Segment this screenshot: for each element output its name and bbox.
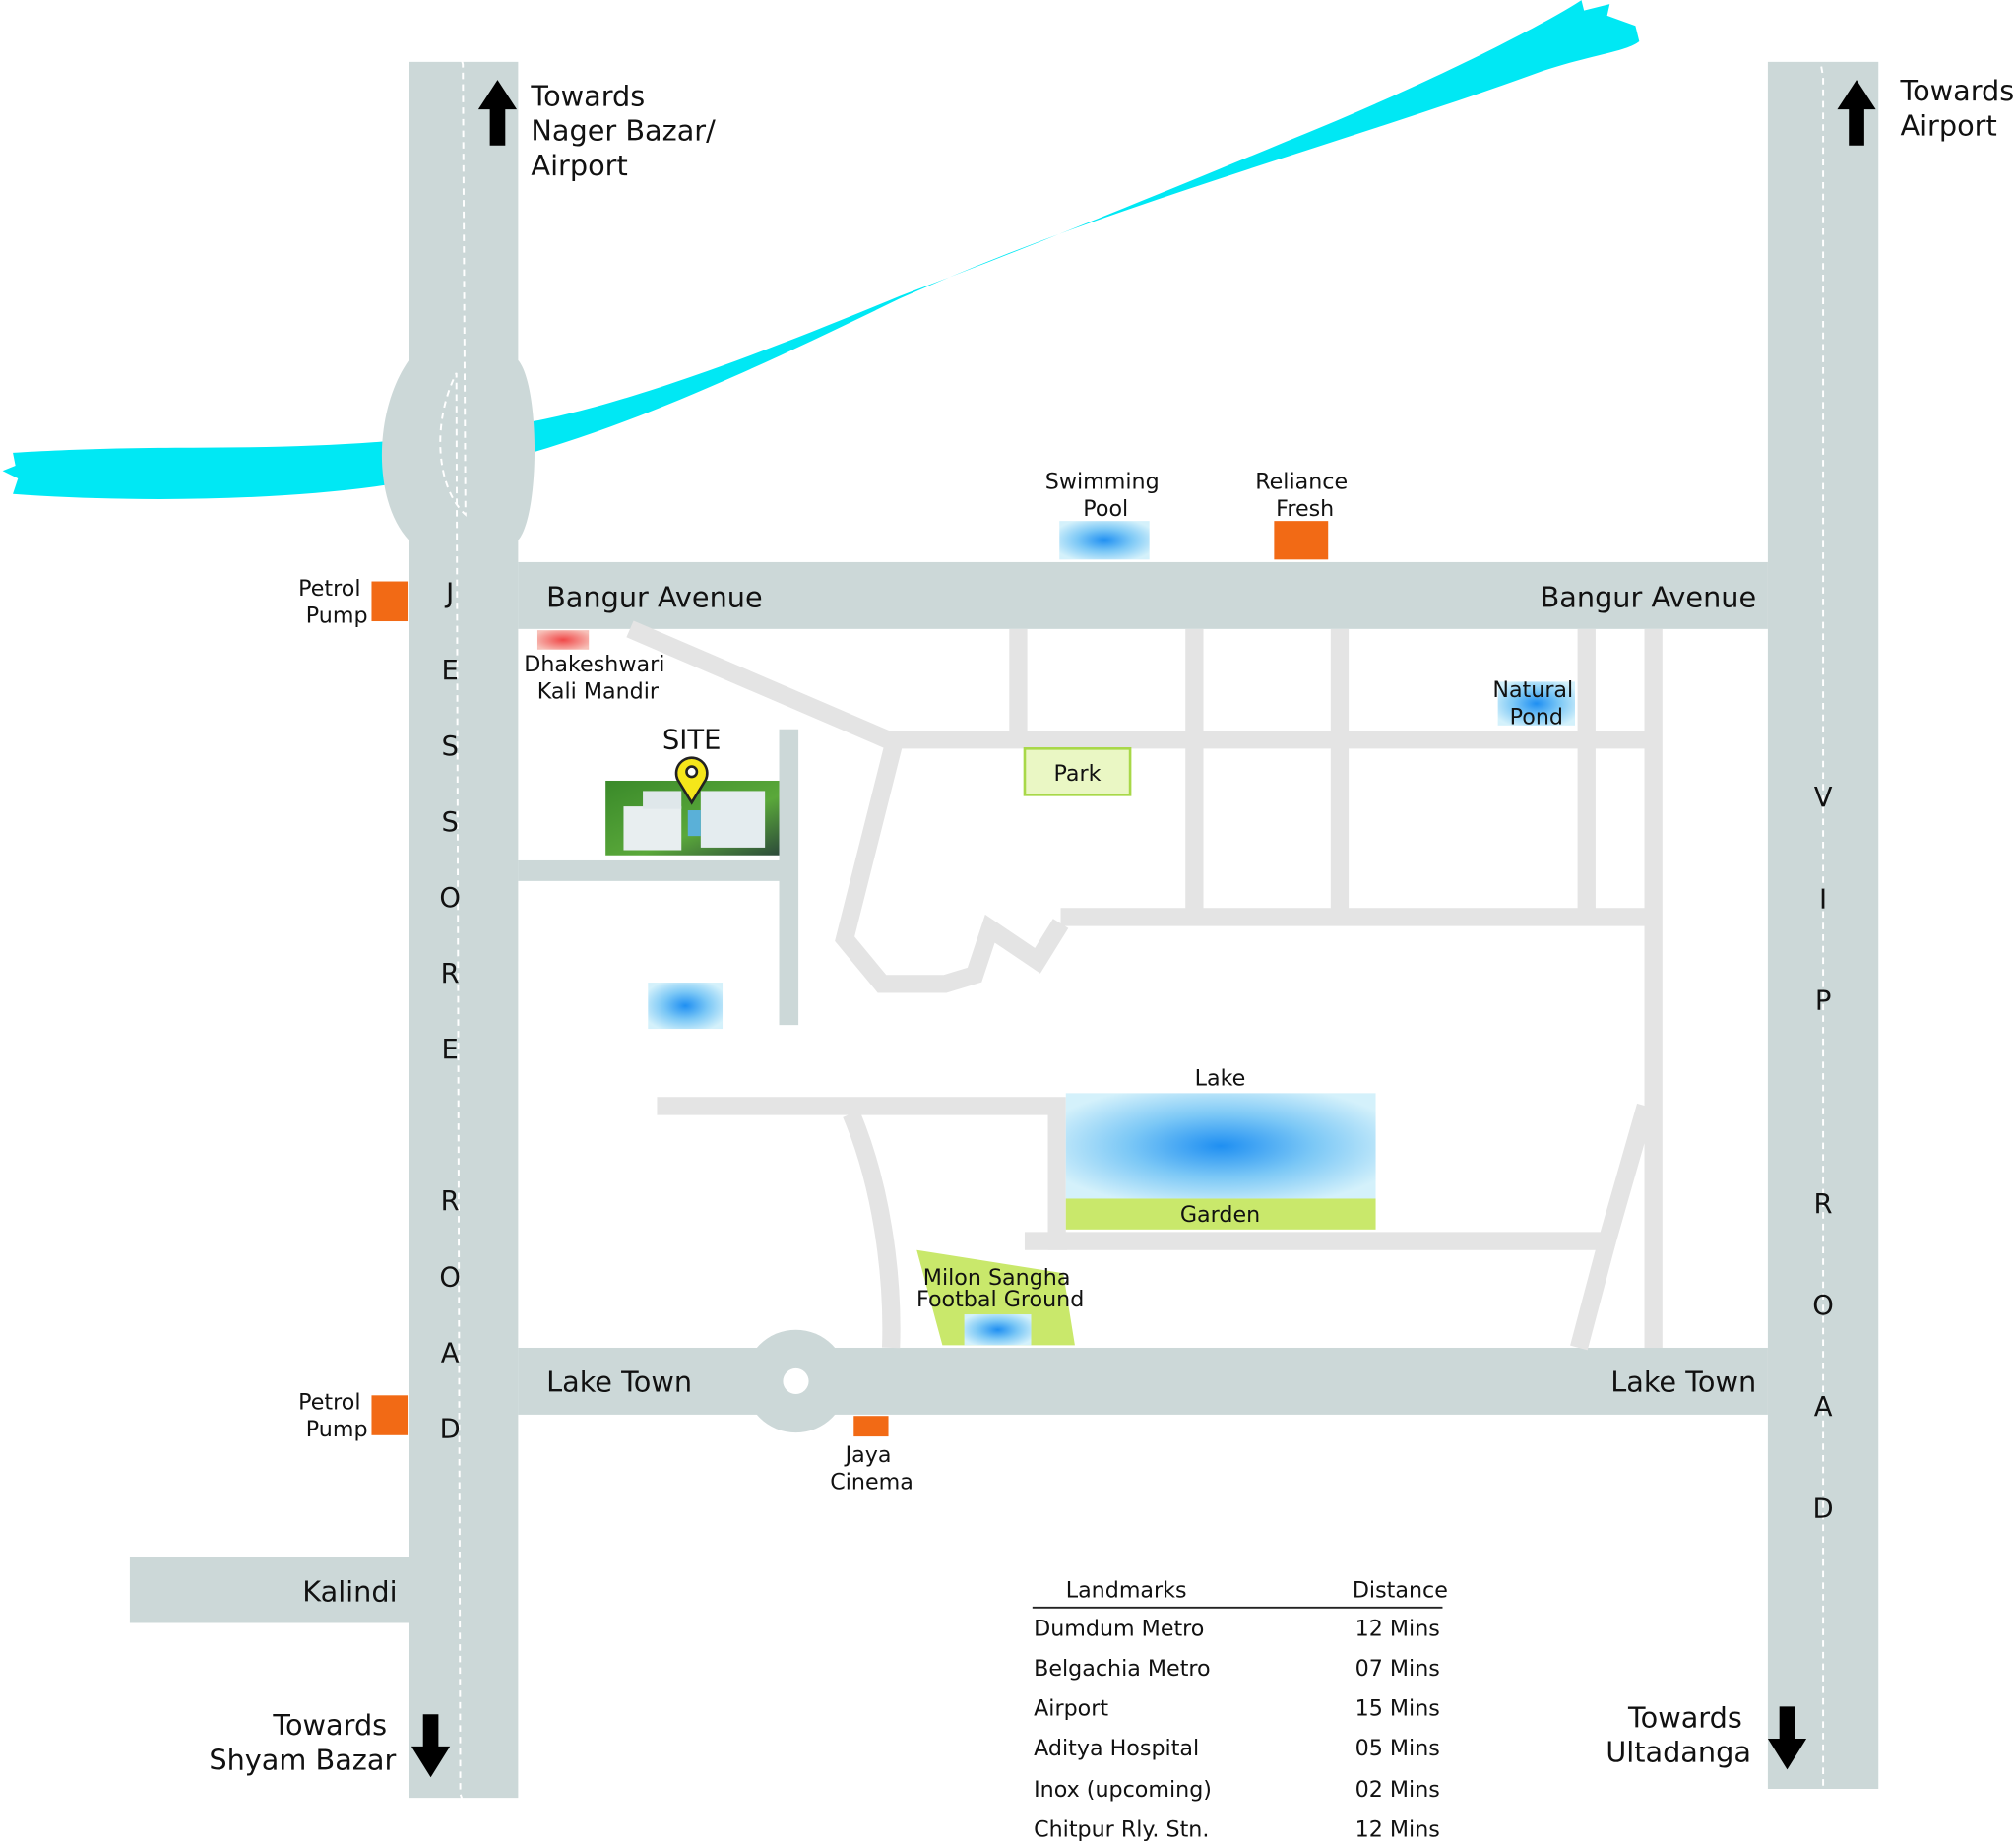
table-header-distance: Distance	[1353, 1577, 1448, 1603]
river	[2, 0, 1640, 499]
svg-text:Belgachia Metro: Belgachia Metro	[1034, 1656, 1211, 1682]
svg-text:15 Mins: 15 Mins	[1355, 1696, 1440, 1722]
svg-text:Dumdum Metro: Dumdum Metro	[1034, 1617, 1204, 1642]
reliance-fresh-marker	[1274, 521, 1329, 560]
site-label: SITE	[662, 725, 722, 755]
football-ground-marker	[916, 1249, 1075, 1346]
svg-text:R: R	[441, 1186, 460, 1217]
svg-text:P: P	[1815, 985, 1832, 1016]
park-marker	[1023, 747, 1132, 796]
svg-text:E: E	[441, 656, 458, 686]
petrol-pump-label: Petrol Pump	[298, 1390, 367, 1442]
svg-text:Airport: Airport	[1034, 1696, 1108, 1722]
svg-text:R: R	[1814, 1189, 1833, 1220]
football-ground-label: Milon Sangha Footbal Ground	[916, 1265, 1084, 1312]
table-row: Aditya Hospital 05 Mins	[1034, 1736, 1440, 1761]
location-pin-icon	[674, 756, 709, 805]
svg-text:05 Mins: 05 Mins	[1355, 1736, 1440, 1761]
svg-text:O: O	[1812, 1291, 1834, 1321]
svg-text:O: O	[439, 883, 461, 914]
svg-text:J: J	[444, 578, 454, 608]
kalindi-road	[129, 1557, 410, 1623]
direction-bottom-left: Towards Shyam Bazar	[209, 1708, 396, 1776]
svg-text:A: A	[441, 1338, 460, 1368]
bangur-avenue-label: Bangur Avenue	[1541, 581, 1757, 614]
arrow-up-icon	[1837, 80, 1876, 146]
table-row: Chitpur Rly. Stn. 12 Mins	[1034, 1816, 1440, 1842]
svg-text:Chitpur Rly. Stn.: Chitpur Rly. Stn.	[1034, 1816, 1209, 1842]
arrow-down-icon	[1767, 1706, 1807, 1770]
petrol-pump-marker	[371, 1395, 409, 1435]
jessore-road-label: J E S S O R E R O A D	[439, 578, 461, 1444]
svg-text:S: S	[441, 731, 458, 762]
swimming-pool-label: Swimming Pool	[1045, 469, 1166, 521]
petrol-pump-label: Petrol Pump	[298, 576, 367, 628]
lake-label: Lake	[1195, 1066, 1246, 1092]
lake-marker	[1065, 1093, 1376, 1199]
svg-text:S: S	[441, 807, 458, 838]
jessore-road	[381, 61, 536, 1799]
park-label: Park	[1054, 761, 1102, 787]
local-roads	[626, 620, 1663, 1351]
svg-text:I: I	[1819, 884, 1827, 915]
table-row: Belgachia Metro 07 Mins	[1034, 1656, 1440, 1682]
svg-text:D: D	[440, 1414, 461, 1444]
svg-text:D: D	[1813, 1493, 1834, 1524]
kali-mandir-label: Dhakeshwari Kali Mandir	[524, 652, 671, 704]
table-row: Inox (upcoming) 02 Mins	[1034, 1777, 1440, 1803]
svg-text:Aditya Hospital: Aditya Hospital	[1034, 1736, 1199, 1761]
svg-text:Inox (upcoming): Inox (upcoming)	[1034, 1777, 1212, 1803]
petrol-pump-marker	[371, 581, 409, 622]
kalindi-label: Kalindi	[302, 1574, 397, 1608]
swimming-pool-marker	[1059, 521, 1150, 560]
vip-road-label: V I P R O A D	[1812, 783, 1834, 1524]
lake-town-road	[518, 1347, 1768, 1415]
svg-text:A: A	[1814, 1392, 1833, 1423]
svg-text:07 Mins: 07 Mins	[1355, 1656, 1440, 1682]
table-row: Dumdum Metro 12 Mins	[1034, 1617, 1440, 1642]
bangur-avenue-road	[518, 561, 1768, 629]
table-header-landmarks: Landmarks	[1066, 1577, 1187, 1603]
direction-bottom-right: Towards Ultadanga	[1606, 1700, 1751, 1768]
svg-text:O: O	[439, 1262, 461, 1293]
jaya-cinema-marker	[853, 1416, 889, 1437]
arrow-down-icon	[410, 1714, 451, 1778]
table-row: Airport 15 Mins	[1034, 1696, 1440, 1722]
svg-text:R: R	[441, 959, 460, 989]
svg-text:12 Mins: 12 Mins	[1355, 1816, 1440, 1842]
kali-mandir-marker	[536, 630, 590, 650]
pond-marker	[648, 983, 724, 1030]
jaya-cinema-label: Jaya Cinema	[830, 1442, 914, 1494]
natural-pond-label: Natural Pond	[1492, 677, 1580, 730]
svg-text:V: V	[1814, 783, 1833, 813]
reliance-fresh-label: Reliance Fresh	[1255, 469, 1354, 521]
lake-town-label: Lake Town	[1610, 1365, 1756, 1398]
garden-label: Garden	[1180, 1202, 1260, 1228]
landmarks-distance-table: Landmarks Distance Dumdum Metro 12 Mins …	[1032, 1577, 1448, 1842]
natural-pond-marker	[1497, 681, 1575, 726]
direction-top-right: Towards Airport	[1899, 74, 2016, 142]
svg-text:12 Mins: 12 Mins	[1355, 1617, 1440, 1642]
lake-town-label: Lake Town	[546, 1365, 692, 1398]
garden-marker	[1065, 1198, 1376, 1230]
svg-text:02 Mins: 02 Mins	[1355, 1777, 1440, 1803]
arrow-up-icon	[477, 80, 518, 146]
bangur-avenue-label: Bangur Avenue	[546, 581, 763, 614]
svg-text:E: E	[441, 1035, 458, 1065]
direction-top-left: Towards Nager Bazar/ Airport	[530, 79, 724, 182]
